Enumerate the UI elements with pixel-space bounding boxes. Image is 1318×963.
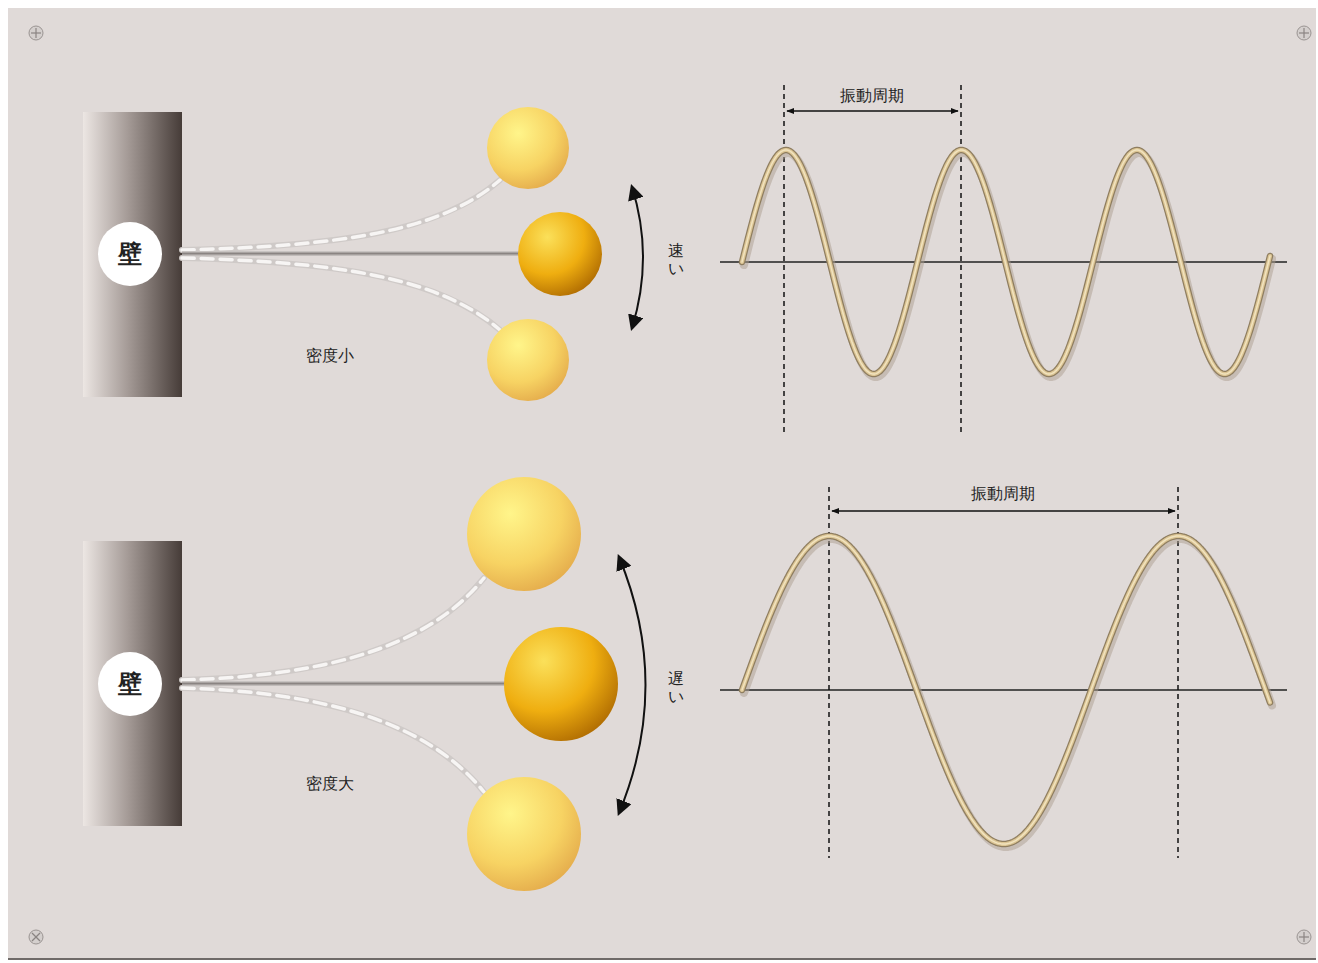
sine-wave <box>744 539 1272 847</box>
density-label: 密度大 <box>306 774 354 795</box>
sine-wave <box>742 150 1270 374</box>
density-label: 密度小 <box>306 346 354 367</box>
wall-label-circle: 壁 <box>98 652 162 716</box>
wall-label: 壁 <box>118 668 142 700</box>
wall-label-circle: 壁 <box>98 222 162 286</box>
speed-label: 速い <box>668 242 684 277</box>
wall-label: 壁 <box>118 238 142 270</box>
sine-wave <box>742 536 1270 844</box>
period-label: 振動周期 <box>971 484 1035 505</box>
sine-wave <box>742 150 1270 374</box>
sine-wave <box>742 536 1270 844</box>
sine-wave <box>742 536 1270 844</box>
period-label: 振動周期 <box>840 86 904 107</box>
sine-wave <box>742 150 1270 374</box>
speed-label: 遅い <box>668 670 684 705</box>
